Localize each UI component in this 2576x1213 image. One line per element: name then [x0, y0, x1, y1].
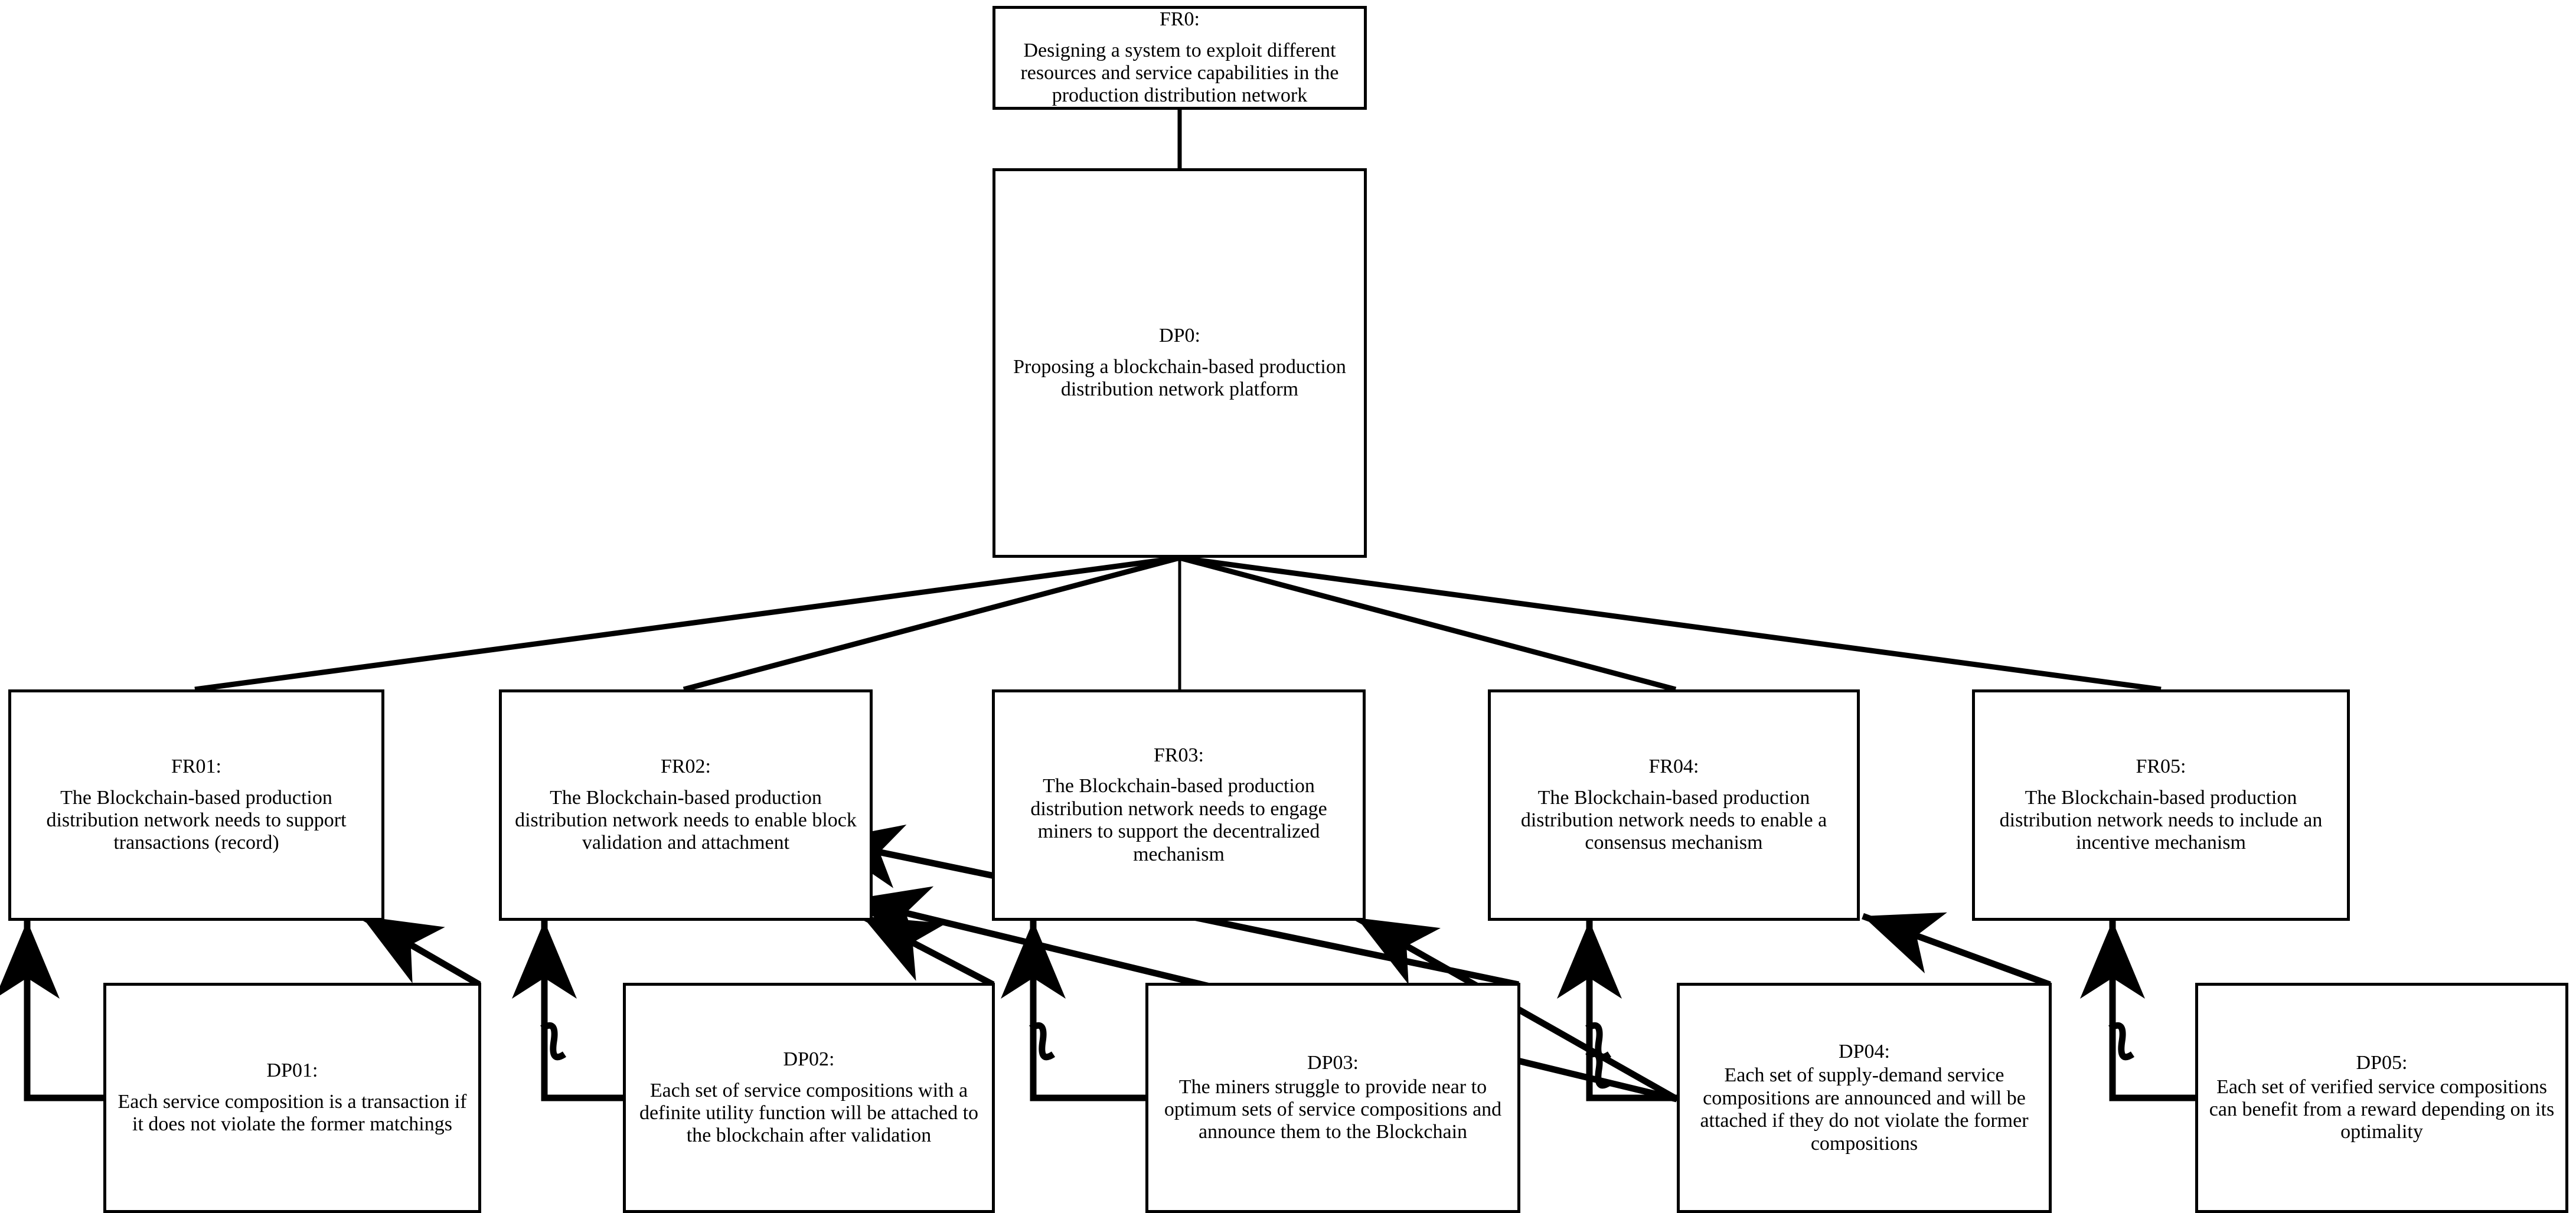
node-fr02-desc: The Blockchain-based production distribu…	[515, 786, 857, 854]
edge-dp01-fr01-elbow	[0, 921, 106, 1101]
node-dp04-desc: Each set of supply-demand service compos…	[1700, 1064, 2029, 1155]
node-dp04-code: DP04:	[1839, 1040, 1890, 1062]
node-fr02[interactable]: FR02: The Blockchain-based production di…	[499, 689, 873, 921]
node-dp0-code: DP0:	[1159, 325, 1200, 347]
edge-dp02-fr02-elbow	[512, 921, 625, 1101]
node-fr03[interactable]: FR03: The Blockchain-based production di…	[992, 689, 1366, 921]
node-dp02[interactable]: DP02: Each set of service compositions w…	[623, 983, 995, 1213]
node-dp01[interactable]: DP01: Each service composition is a tran…	[103, 983, 481, 1213]
node-dp05-code: DP05:	[2356, 1052, 2408, 1074]
node-dp0[interactable]: DP0: Proposing a blockchain-based produc…	[992, 168, 1367, 558]
node-dp02-code: DP02:	[783, 1048, 835, 1071]
node-fr05-desc: The Blockchain-based production distribu…	[1999, 786, 2323, 854]
node-fr02-code: FR02:	[660, 756, 711, 778]
node-fr01-desc: The Blockchain-based production distribu…	[46, 786, 347, 854]
edge-dp05-fr05-elbow	[2080, 921, 2198, 1101]
node-dp01-desc: Each service composition is a transactio…	[117, 1090, 467, 1136]
edge-dp0-fanout	[194, 555, 2162, 692]
node-dp02-desc: Each set of service compositions with a …	[639, 1079, 979, 1147]
node-fr01[interactable]: FR01: The Blockchain-based production di…	[8, 689, 384, 921]
node-dp0-desc: Proposing a blockchain-based production …	[1013, 355, 1346, 401]
node-fr05-code: FR05:	[2136, 756, 2186, 778]
node-fr03-code: FR03:	[1153, 744, 1204, 766]
node-dp03[interactable]: DP03: The miners struggle to provide nea…	[1145, 983, 1520, 1213]
node-dp03-desc: The miners struggle to provide near to o…	[1164, 1075, 1502, 1143]
node-fr01-code: FR01:	[171, 756, 222, 778]
node-dp03-code: DP03:	[1307, 1052, 1359, 1074]
node-dp04[interactable]: DP04: Each set of supply-demand service …	[1677, 983, 2052, 1213]
node-fr05[interactable]: FR05: The Blockchain-based production di…	[1972, 689, 2350, 921]
node-fr0[interactable]: FR0: Designing a system to exploit diffe…	[992, 6, 1367, 110]
edge-dp03-fr03-elbow	[1001, 921, 1148, 1101]
node-dp05-desc: Each set of verified service composition…	[2209, 1075, 2555, 1143]
node-fr03-desc: The Blockchain-based production distribu…	[1030, 775, 1327, 865]
node-dp05[interactable]: DP05: Each set of verified service compo…	[2195, 983, 2568, 1213]
node-fr0-code: FR0:	[1159, 8, 1200, 31]
node-fr04-desc: The Blockchain-based production distribu…	[1520, 786, 1827, 854]
node-fr0-desc: Designing a system to exploit different …	[1020, 39, 1339, 107]
edge-dp04-fr04-diagonal	[1862, 912, 2051, 988]
edge-dp01-fr01-diagonal	[360, 913, 481, 988]
edge-dp04-fr04-elbow	[1557, 921, 1679, 1101]
node-dp01-code: DP01:	[266, 1060, 318, 1082]
node-fr04-code: FR04:	[1648, 756, 1699, 778]
node-fr04[interactable]: FR04: The Blockchain-based production di…	[1488, 689, 1860, 921]
line-hop-markers	[540, 1022, 2135, 1089]
